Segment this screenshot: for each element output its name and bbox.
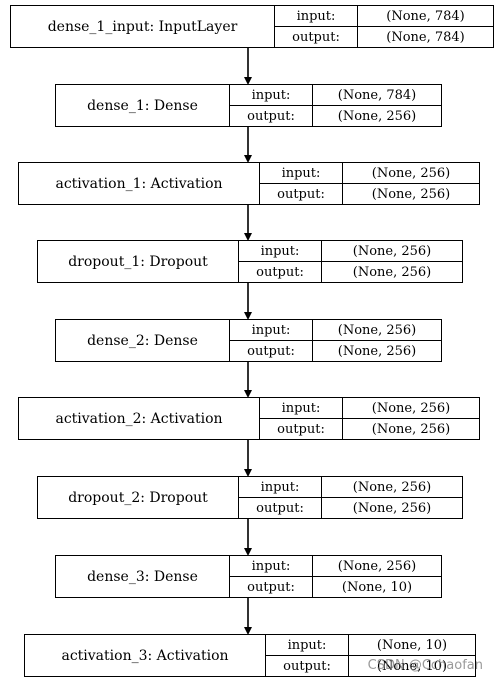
layer-output-row: output: (None, 784) [275,26,493,47]
layer-name: dense_2: Dense [56,320,230,361]
layer-input-row: input: (None, 256) [230,556,441,576]
layer-input-shape: (None, 256) [371,165,451,181]
layer-input-shape: (None, 784) [386,8,465,24]
layer-input-shape: (None, 256) [337,558,417,574]
layer-io-table: input: (None, 10) output: (None, 10) [266,635,475,676]
layer-input-row: input: (None, 256) [260,163,479,183]
layer-output-shape: (None, 256) [352,264,432,280]
layer-name: dense_1: Dense [56,85,230,126]
layer-output-label: output: [230,106,313,126]
layer-output-label: output: [230,341,313,361]
layer-io-table: input: (None, 784) output: (None, 784) [275,6,493,47]
layer-output-label: output: [275,27,358,47]
layer-name: dense_1_input: InputLayer [11,6,275,47]
watermark: CSDN @Cchaofan [367,658,483,673]
layer-io-table: input: (None, 256) output: (None, 10) [230,556,441,597]
layer-output-row: output: (None, 256) [239,261,462,282]
layer-output-shape: (None, 256) [337,108,417,124]
layer-output-row: output: (None, 10) [230,576,441,597]
layer-output-row: output: (None, 10) [266,655,475,676]
layer-input-row: input: (None, 256) [239,241,462,261]
layer-output-row: output: (None, 256) [260,183,479,204]
layer-output-shape: (None, 784) [386,29,465,45]
layer-input-shape: (None, 784) [337,87,417,103]
layer-input-row: input: (None, 256) [239,477,462,497]
layer-output-row: output: (None, 256) [230,105,441,126]
layer-name: dense_3: Dense [56,556,230,597]
layer-input-row: input: (None, 784) [230,85,441,105]
layer-output-shape: (None, 256) [371,421,451,437]
layer-name: activation_2: Activation [19,398,260,439]
layer-name: activation_1: Activation [19,163,260,204]
layer-output-row: output: (None, 256) [239,497,462,518]
layer-input-shape: (None, 256) [352,479,432,495]
layer-name: dropout_1: Dropout [38,241,239,282]
layer-input-label: input: [260,398,343,418]
layer-output-label: output: [239,262,322,282]
layer-io-table: input: (None, 256) output: (None, 256) [239,477,462,518]
layer-output-label: output: [239,498,322,518]
layer-output-shape: (None, 256) [337,343,417,359]
layer-input-label: input: [260,163,343,183]
layer-input-row: input: (None, 784) [275,6,493,26]
layer-input-label: input: [239,477,322,497]
layer-output-shape: (None, 10) [341,579,413,595]
layer-io-table: input: (None, 256) output: (None, 256) [260,163,479,204]
layer-input-label: input: [239,241,322,261]
layer-output-shape: (None, 256) [352,500,432,516]
layer-io-table: input: (None, 784) output: (None, 256) [230,85,441,126]
layer-name: dropout_2: Dropout [38,477,239,518]
layer-io-table: input: (None, 256) output: (None, 256) [230,320,441,361]
layer-input-shape: (None, 256) [337,322,417,338]
layer-input-label: input: [230,85,313,105]
layer-output-label: output: [260,184,343,204]
layer-io-table: input: (None, 256) output: (None, 256) [260,398,479,439]
layer-output-shape: (None, 256) [371,186,451,202]
layer-output-label: output: [230,577,313,597]
layer-input-shape: (None, 256) [352,243,432,259]
layer-input-label: input: [230,320,313,340]
layer-input-label: input: [266,635,349,655]
layer-output-row: output: (None, 256) [260,418,479,439]
layer-output-label: output: [260,419,343,439]
layer-input-shape: (None, 10) [376,637,448,653]
layer-name: activation_3: Activation [25,635,266,676]
layer-input-shape: (None, 256) [371,400,451,416]
layer-output-row: output: (None, 256) [230,340,441,361]
layer-io-table: input: (None, 256) output: (None, 256) [239,241,462,282]
layer-input-row: input: (None, 256) [230,320,441,340]
layer-input-label: input: [230,556,313,576]
layer-input-label: input: [275,6,358,26]
layer-output-shape: (None, 10) [376,658,448,674]
layer-input-row: input: (None, 256) [260,398,479,418]
layer-output-label: output: [266,656,349,676]
layer-input-row: input: (None, 10) [266,635,475,655]
